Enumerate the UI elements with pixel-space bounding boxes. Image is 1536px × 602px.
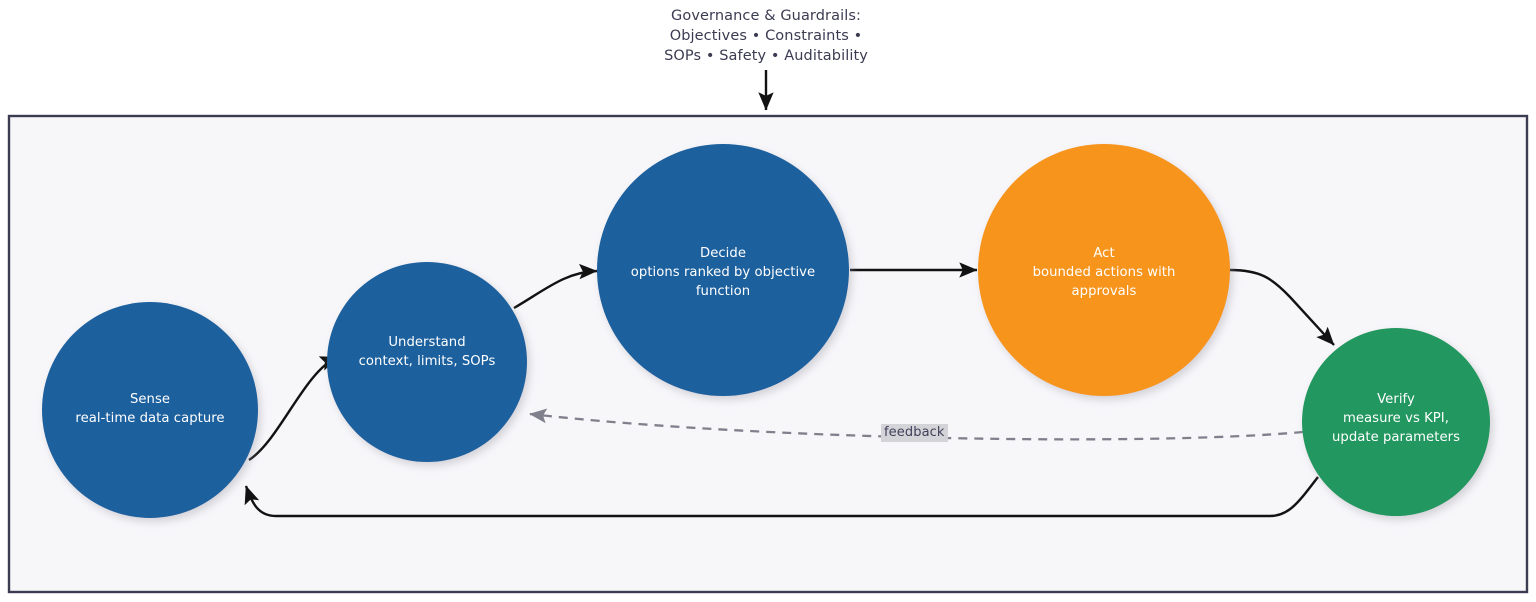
- node-act[interactable]: [978, 144, 1230, 396]
- edge-label-feedback: feedback: [881, 424, 948, 442]
- node-decide[interactable]: [597, 144, 849, 396]
- edge-understand-to-decide: [513, 263, 598, 310]
- node-understand[interactable]: [327, 262, 527, 462]
- governance-guardrails-caption: Governance & Guardrails: Objectives • Co…: [664, 8, 868, 64]
- edge-verify-to-sense: [244, 476, 1319, 518]
- edge-act-to-verify: [1229, 268, 1335, 346]
- node-verify[interactable]: [1302, 328, 1490, 516]
- edge-sense-to-understand: [248, 355, 339, 462]
- node-sense[interactable]: [42, 302, 258, 518]
